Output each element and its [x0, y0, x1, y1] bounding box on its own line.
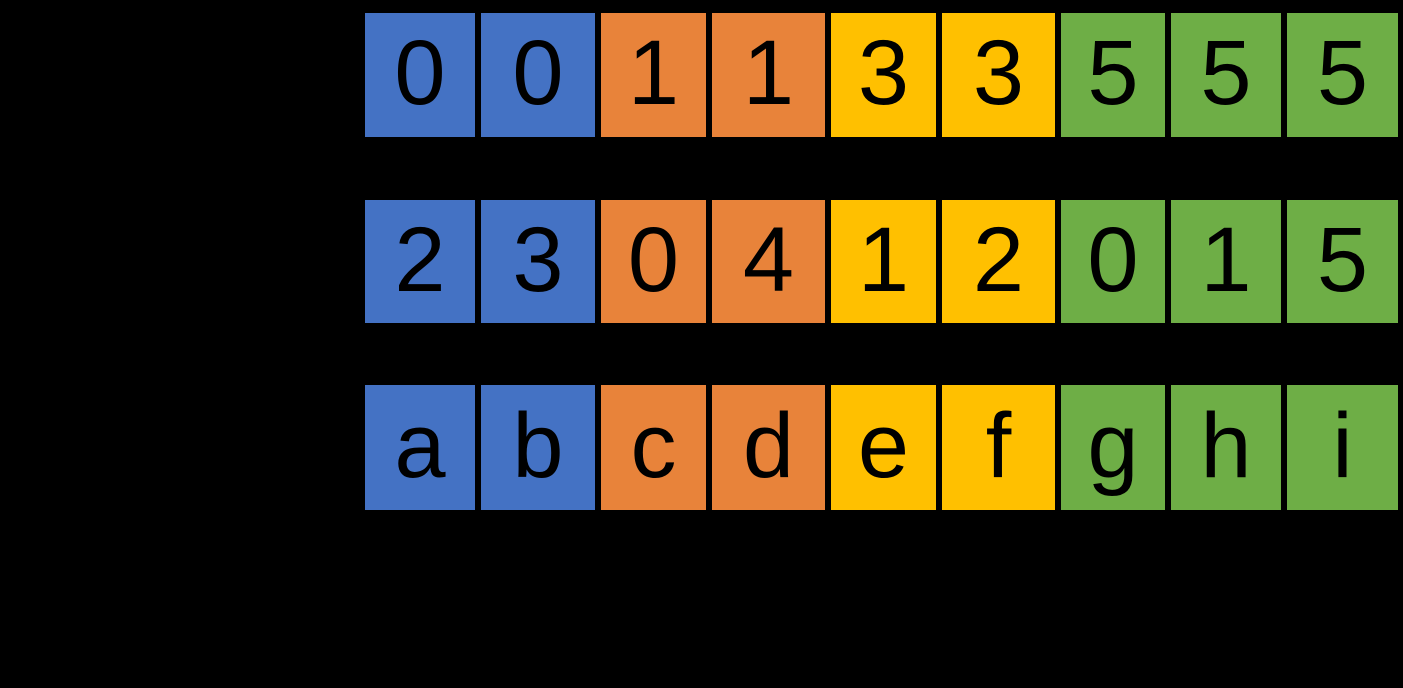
- grid-cell[interactable]: i: [1281, 385, 1398, 510]
- array-row-offsets: 0 0 1 1 3 3 5 5 5: [365, 13, 1398, 137]
- grid-cell[interactable]: 1: [1165, 200, 1281, 323]
- cell-value: 1: [742, 22, 795, 124]
- grid-cell[interactable]: 2: [936, 200, 1055, 323]
- cell-value: 0: [394, 22, 446, 124]
- grid-cell[interactable]: 0: [1055, 200, 1165, 323]
- grid-cell[interactable]: g: [1055, 385, 1165, 510]
- grid-cell[interactable]: c: [595, 385, 706, 510]
- cell-value: 3: [512, 208, 564, 311]
- grid-cell[interactable]: 3: [475, 200, 595, 323]
- cell-value: g: [1087, 394, 1139, 497]
- grid-cell[interactable]: d: [706, 385, 825, 510]
- cell-value: 3: [857, 22, 910, 124]
- cell-value: c: [630, 394, 677, 497]
- grid-cell[interactable]: 0: [595, 200, 706, 323]
- grid-cell[interactable]: 3: [936, 13, 1055, 137]
- cell-value: 4: [742, 208, 795, 311]
- grid-cell[interactable]: 0: [365, 13, 475, 137]
- cell-value: 1: [857, 208, 910, 311]
- cell-value: 5: [1316, 22, 1369, 124]
- cell-value: 5: [1087, 22, 1139, 124]
- cell-value: 0: [627, 208, 680, 311]
- cell-value: 2: [394, 208, 446, 311]
- cell-value: 0: [1087, 208, 1139, 311]
- grid-cell[interactable]: e: [825, 385, 936, 510]
- grid-cell[interactable]: 5: [1281, 13, 1398, 137]
- grid-cell[interactable]: 2: [365, 200, 475, 323]
- grid-cell[interactable]: 4: [706, 200, 825, 323]
- cell-value: e: [857, 394, 910, 497]
- grid-cell[interactable]: f: [936, 385, 1055, 510]
- grid-cell[interactable]: 3: [825, 13, 936, 137]
- grid-cell[interactable]: 1: [706, 13, 825, 137]
- cell-value: 1: [1200, 208, 1252, 311]
- grid-cell[interactable]: b: [475, 385, 595, 510]
- grid-cell[interactable]: 5: [1165, 13, 1281, 137]
- cell-value: d: [742, 394, 795, 497]
- grid-cell[interactable]: 1: [595, 13, 706, 137]
- grid-cell[interactable]: 5: [1281, 200, 1398, 323]
- cell-value: 1: [627, 22, 680, 124]
- cell-value: 5: [1200, 22, 1252, 124]
- grid-cell[interactable]: a: [365, 385, 475, 510]
- cell-value: 2: [972, 208, 1025, 311]
- array-row-indices: 2 3 0 4 1 2 0 1 5: [365, 200, 1398, 323]
- cell-value: b: [512, 394, 564, 497]
- grid-cell[interactable]: 0: [475, 13, 595, 137]
- cell-value: 0: [512, 22, 564, 124]
- grid-cell[interactable]: 5: [1055, 13, 1165, 137]
- cell-value: f: [985, 394, 1012, 497]
- cell-value: h: [1200, 394, 1252, 497]
- cell-value: 5: [1316, 208, 1369, 311]
- cell-value: i: [1332, 394, 1353, 497]
- grid-cell[interactable]: h: [1165, 385, 1281, 510]
- cell-value: 3: [972, 22, 1025, 124]
- grid-cell[interactable]: 1: [825, 200, 936, 323]
- cell-value: a: [394, 394, 446, 497]
- array-row-labels: a b c d e f g h i: [365, 385, 1398, 510]
